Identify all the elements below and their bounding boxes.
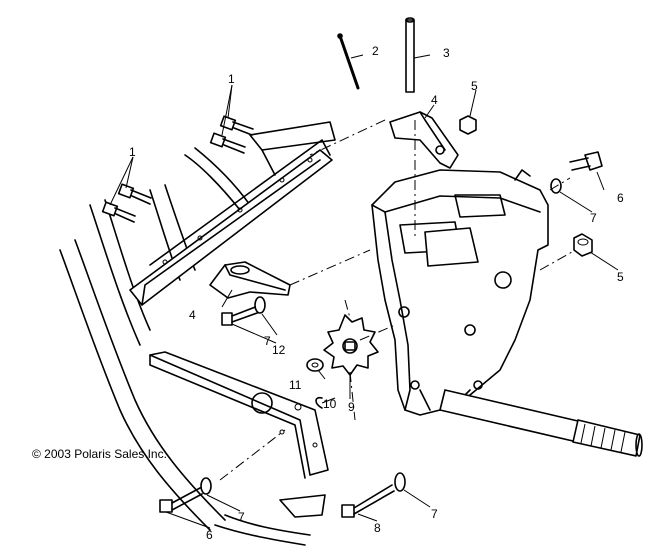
callout-1-top: 1 [228,72,235,86]
callout-6-lower: 6 [206,528,213,542]
assembly-lines [219,119,573,481]
gearcase [371,169,549,416]
callout-8: 8 [374,521,381,535]
sprocket [323,314,379,376]
callout-numbers: 1 1 2 3 4 4 5 5 6 6 7 7 7 7 8 9 10 11 12 [129,44,624,542]
output-shaft [439,389,643,457]
nut-upper [459,115,477,135]
frame-rails [59,121,336,546]
chain-slider-lower [209,261,291,299]
pin [337,33,360,90]
clip-10 [315,396,323,409]
callout-3: 3 [443,46,450,60]
callout-7-right: 7 [590,211,597,225]
upper-bracket [129,139,333,306]
bolt-top-left-b [209,132,246,154]
callout-11: 11 [289,378,302,392]
lower-bracket-plate [149,351,329,479]
callout-10: 10 [323,397,337,411]
callout-5-upper: 5 [471,79,478,93]
rod [405,17,415,93]
callout-7-lower-left: 7 [238,510,245,524]
copyright-notice: © 2003 Polaris Sales Inc. [32,447,167,461]
bolt-top-left-a [219,115,254,136]
nut-right [573,233,593,257]
callout-7-mid: 7 [264,334,271,348]
bolt-lower-6 [159,477,212,513]
chain-slider-upper [389,111,459,169]
leader-lines [109,54,619,529]
bolt-mid-left-a [117,183,152,205]
callout-4-upper: 4 [431,93,438,107]
callout-9: 9 [348,400,355,414]
callout-12: 12 [272,343,286,357]
callout-7-lower-right: 7 [431,507,438,521]
bolt-right [550,151,603,194]
bolt-12 [221,296,266,326]
callout-6-right: 6 [617,191,624,205]
bolt-mid-left-b [101,201,136,223]
washer-11 [306,358,324,372]
callout-2: 2 [372,44,379,58]
callout-1-mid: 1 [129,145,136,159]
bolt-8 [341,472,406,518]
callout-4-lower: 4 [189,308,196,322]
callout-5-right: 5 [617,270,624,284]
